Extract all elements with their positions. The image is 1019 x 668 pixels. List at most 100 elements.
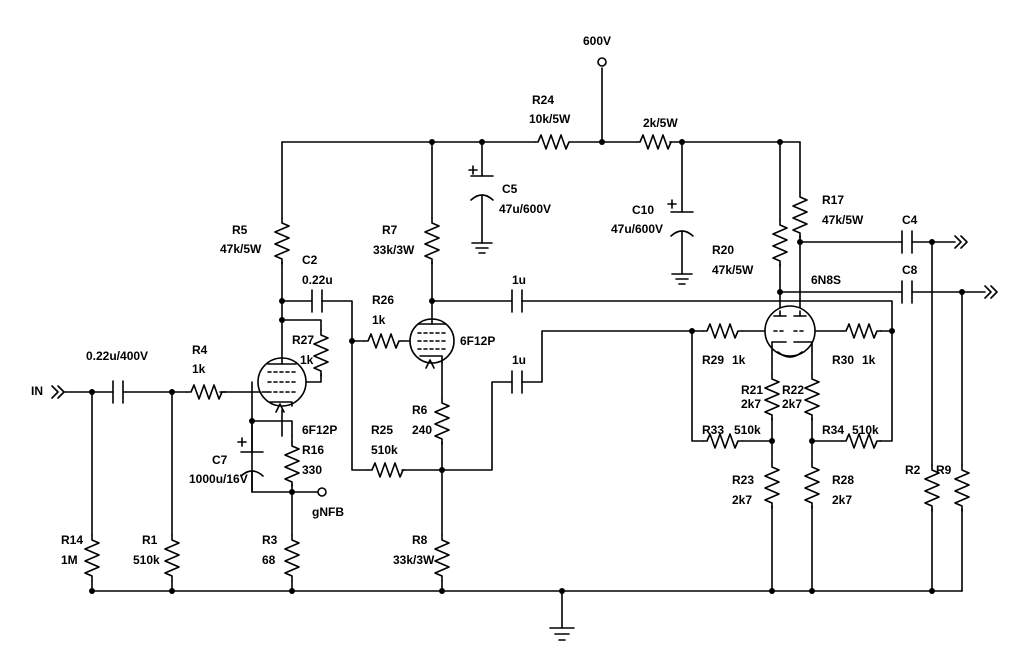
r34-value: 510k bbox=[852, 423, 879, 437]
r8-value: 33k/3W bbox=[393, 553, 435, 567]
resistor-r5 bbox=[274, 217, 290, 265]
c2-ref: C2 bbox=[302, 253, 318, 267]
capacitor-c10 bbox=[667, 199, 694, 237]
ground-c5-icon bbox=[471, 242, 493, 254]
r33-value: 510k bbox=[734, 423, 761, 437]
c10-ref: C10 bbox=[632, 203, 654, 217]
resistor-r9 bbox=[954, 464, 970, 512]
r27-value: 1k bbox=[300, 353, 314, 367]
resistor-r21 bbox=[764, 373, 780, 421]
r21-ref: R21 bbox=[741, 383, 763, 397]
r2-ref: R2 bbox=[905, 463, 921, 477]
output-arrow-c4-icon bbox=[954, 235, 968, 249]
capacitor-input bbox=[112, 380, 124, 404]
resistor-r2 bbox=[924, 464, 940, 512]
r5-value: 47k/5W bbox=[220, 242, 262, 256]
resistor-r20 bbox=[772, 219, 788, 267]
r17-value: 47k/5W bbox=[822, 213, 864, 227]
capacitor-c4 bbox=[901, 230, 913, 254]
output-arrow-c8-icon bbox=[984, 285, 998, 299]
r22-value: 2k7 bbox=[782, 397, 802, 411]
resistor-r33 bbox=[702, 433, 743, 449]
ground-symbols bbox=[471, 242, 693, 641]
c7-value: 1000u/16V bbox=[189, 472, 248, 486]
c2-value: 0.22u bbox=[302, 273, 333, 287]
r29-value: 1k bbox=[732, 353, 746, 367]
resistor-r8 bbox=[434, 534, 450, 582]
r4-ref: R4 bbox=[192, 343, 208, 357]
tube-v3 bbox=[764, 305, 816, 358]
capacitor-c5 bbox=[468, 165, 494, 201]
r3-value: 68 bbox=[262, 553, 276, 567]
r6-ref: R6 bbox=[412, 403, 428, 417]
r6-value: 240 bbox=[412, 423, 432, 437]
gnfb-terminal-icon bbox=[317, 487, 327, 497]
ground-main-icon bbox=[549, 627, 575, 641]
tube-v2 bbox=[409, 318, 455, 369]
r23-value: 2k7 bbox=[732, 493, 752, 507]
r30-value: 1k bbox=[862, 353, 876, 367]
r23-ref: R23 bbox=[732, 473, 754, 487]
tube-v3-label: 6N8S bbox=[811, 273, 841, 287]
r28-ref: R28 bbox=[832, 473, 854, 487]
r3-ref: R3 bbox=[262, 533, 278, 547]
resistor-r3 bbox=[284, 534, 300, 582]
r26-ref: R26 bbox=[372, 293, 394, 307]
r25-ref: R25 bbox=[371, 423, 393, 437]
capacitor-1u-top bbox=[511, 289, 523, 313]
r33-ref: R33 bbox=[702, 423, 724, 437]
resistor-r27 bbox=[313, 329, 329, 377]
capacitor-c7 bbox=[237, 437, 264, 477]
c8-ref: C8 bbox=[902, 263, 918, 277]
r24-value: 10k/5W bbox=[529, 112, 571, 126]
r22-ref: R22 bbox=[782, 383, 804, 397]
capacitor-c2 bbox=[311, 289, 323, 313]
capacitor-c8 bbox=[901, 280, 913, 304]
capacitors bbox=[112, 165, 913, 477]
resistor-r17 bbox=[792, 191, 808, 239]
r20-value: 47k/5W bbox=[712, 263, 754, 277]
r5-ref: R5 bbox=[232, 223, 248, 237]
gnfb-label: gNFB bbox=[312, 505, 344, 519]
r25-value: 510k bbox=[371, 443, 398, 457]
r24-ref: R24 bbox=[532, 93, 554, 107]
c-1u-top-value: 1u bbox=[512, 273, 526, 287]
r21-value: 2k7 bbox=[741, 397, 761, 411]
resistor-r14 bbox=[84, 534, 100, 582]
r16-value: 330 bbox=[302, 463, 322, 477]
r17-ref: R17 bbox=[822, 193, 844, 207]
r9-ref: R9 bbox=[936, 463, 952, 477]
resistor-r24 bbox=[534, 134, 575, 150]
r1-value: 510k bbox=[133, 553, 160, 567]
r28-value: 2k7 bbox=[832, 493, 852, 507]
resistors bbox=[84, 134, 970, 582]
r7-value: 33k/3W bbox=[373, 243, 415, 257]
r-2k-value: 2k/5W bbox=[643, 116, 678, 130]
resistor-r34 bbox=[841, 433, 882, 449]
resistor-r29 bbox=[702, 323, 743, 339]
resistor-r16 bbox=[284, 441, 300, 487]
r14-ref: R14 bbox=[61, 533, 83, 547]
tube-v1 bbox=[257, 357, 307, 413]
resistor-r26 bbox=[363, 333, 403, 349]
resistor-r23 bbox=[764, 461, 780, 509]
input-arrow-icon bbox=[51, 385, 65, 399]
wires bbox=[63, 67, 986, 629]
resistor-r7 bbox=[424, 217, 440, 265]
r26-value: 1k bbox=[372, 313, 386, 327]
c-in-value: 0.22u/400V bbox=[86, 349, 148, 363]
input-label: IN bbox=[31, 384, 43, 398]
r34-ref: R34 bbox=[822, 423, 844, 437]
r16-ref: R16 bbox=[302, 443, 324, 457]
resistor-2k bbox=[636, 134, 672, 150]
resistor-r4 bbox=[186, 384, 227, 400]
r30-ref: R30 bbox=[832, 353, 854, 367]
r8-ref: R8 bbox=[412, 533, 428, 547]
r29-ref: R29 bbox=[702, 353, 724, 367]
r20-ref: R20 bbox=[712, 243, 734, 257]
resistor-r25 bbox=[367, 462, 405, 478]
supply-terminal-icon bbox=[597, 57, 607, 67]
c5-value: 47u/600V bbox=[499, 202, 551, 216]
tube-v2-label: 6F12P bbox=[460, 334, 495, 348]
